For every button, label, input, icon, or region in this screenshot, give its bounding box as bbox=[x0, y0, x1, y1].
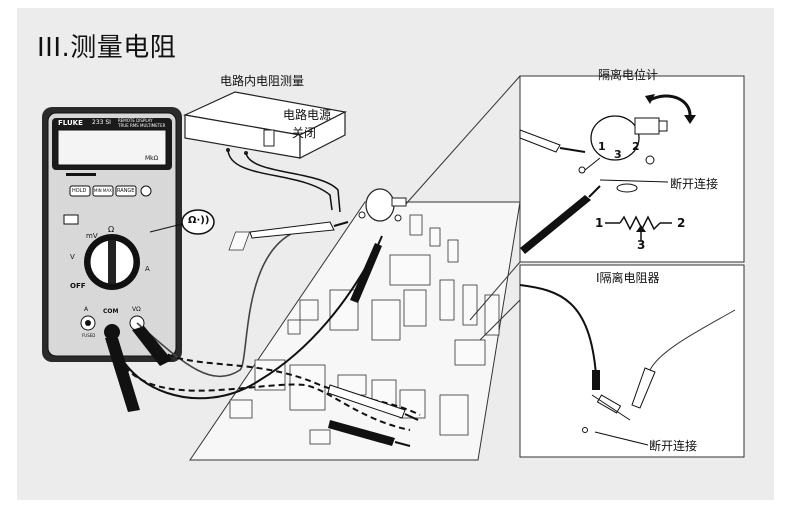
schematic-pin-2: 2 bbox=[677, 216, 686, 230]
in-circuit-label: 电路内电阻测量 bbox=[220, 74, 305, 88]
dial-label-a: A bbox=[145, 265, 150, 273]
dial-label-off: OFF bbox=[70, 282, 86, 290]
meter-button-minmax: MIN MAX bbox=[94, 188, 112, 193]
meter-unit: MkΩ bbox=[145, 155, 159, 162]
dial-label-v: V bbox=[70, 253, 75, 261]
isolated-resistor-label: I隔离电阻器 bbox=[596, 271, 660, 285]
isolated-resistor-inset bbox=[519, 264, 745, 458]
dial-label-ohm: Ω bbox=[108, 225, 115, 234]
power-off-label-1: 电路电源 bbox=[283, 108, 332, 122]
meter-model: 233 SI bbox=[92, 119, 111, 126]
pot-pin-1: 1 bbox=[598, 140, 606, 153]
circuit-board bbox=[189, 201, 521, 461]
schematic-pin-3: 3 bbox=[637, 238, 646, 252]
pot-pin-3: 3 bbox=[614, 148, 622, 161]
potentiometer-on-board bbox=[358, 188, 407, 222]
dial-label-mv: mV bbox=[86, 232, 98, 240]
power-supply-box bbox=[182, 91, 347, 159]
page-title: III.测量电阻 bbox=[37, 33, 177, 63]
meter-subtitle-2: TRUE RMS MULTIMETER bbox=[118, 123, 166, 128]
terminal-label-a: A bbox=[84, 306, 89, 313]
continuity-callout bbox=[181, 209, 215, 235]
meter-subtitle-1: REMOTE DISPLAY bbox=[118, 118, 153, 123]
disconnect-label-bottom: 断开连接 bbox=[649, 439, 698, 453]
test-leads bbox=[105, 221, 421, 447]
terminal-label-vohm: VΩ bbox=[132, 306, 141, 313]
schematic-pin-1: 1 bbox=[595, 216, 604, 230]
isolated-pot-inset bbox=[519, 75, 745, 263]
isolated-pot-label: 隔离电位计 bbox=[598, 68, 659, 82]
disconnect-label-top: 断开连接 bbox=[670, 177, 719, 191]
meter-fuse-note: FUSED bbox=[82, 333, 96, 338]
multimeter bbox=[42, 107, 182, 362]
callout-lines bbox=[404, 75, 521, 341]
terminal-label-com: COM bbox=[103, 308, 119, 315]
meter-button-hold: HOLD bbox=[72, 188, 87, 194]
meter-button-range: RANGE bbox=[117, 188, 135, 194]
pot-pin-2: 2 bbox=[632, 140, 640, 153]
power-off-label-2: 关闭 bbox=[292, 126, 317, 140]
meter-brand: FLUKE bbox=[58, 119, 83, 127]
callout-ohm-continuity: Ω·)) bbox=[188, 215, 210, 226]
